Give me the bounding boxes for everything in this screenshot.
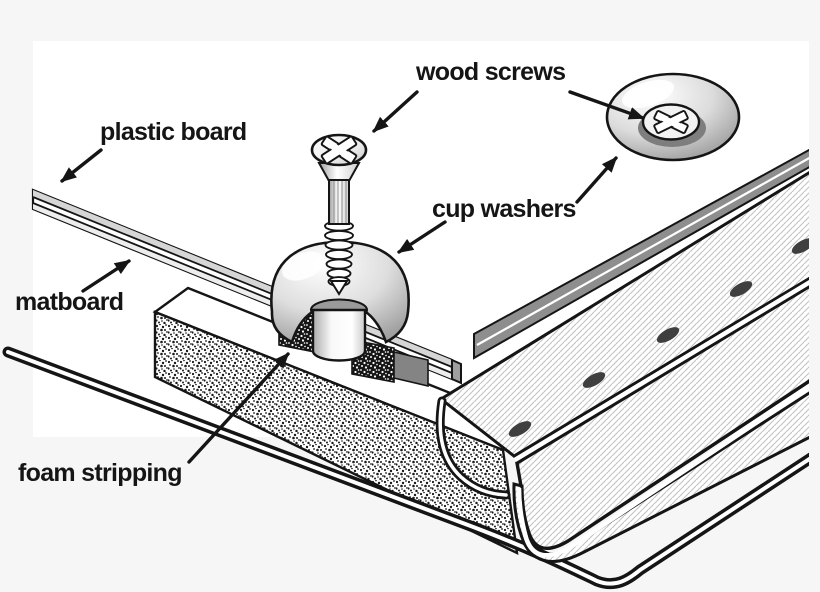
frame-channel bbox=[435, 171, 809, 563]
dome-highlight bbox=[282, 251, 324, 281]
arrow-cup-washers-left bbox=[397, 220, 447, 254]
screw-tip bbox=[329, 280, 349, 296]
arrow-wood-screws-left bbox=[372, 90, 419, 133]
channel-screw-holes bbox=[508, 238, 809, 437]
leader-arrows bbox=[60, 90, 645, 464]
label-matboard: matboard bbox=[15, 288, 124, 316]
arrow-cup-washers-right bbox=[575, 156, 618, 204]
phillips-cross-icon bbox=[653, 110, 689, 134]
arrow-foam-stripping bbox=[187, 352, 290, 464]
torus-highlight bbox=[622, 79, 674, 109]
shank-ribs bbox=[333, 181, 347, 223]
wood-screw-illustration bbox=[310, 133, 368, 296]
channel-bottom-lip bbox=[512, 391, 809, 563]
label-wood-screws: wood screws bbox=[416, 58, 566, 86]
label-foam-stripping: foam stripping bbox=[18, 459, 183, 487]
arrow-plastic-board bbox=[60, 148, 103, 183]
board-shadow-wedge bbox=[393, 350, 429, 388]
label-plastic-board: plastic board bbox=[100, 118, 247, 146]
arrow-matboard bbox=[81, 259, 131, 293]
frame-channel-back-flange bbox=[473, 148, 809, 360]
arrow-wood-screws-right bbox=[568, 90, 645, 120]
phillips-cross-icon bbox=[320, 135, 358, 165]
board-end-cut bbox=[451, 358, 462, 385]
channel-top-face bbox=[438, 171, 809, 458]
foam-front-face bbox=[153, 310, 519, 556]
label-cup-washers: cup washers bbox=[432, 195, 576, 223]
washer-sleeve bbox=[311, 308, 367, 362]
matboard-edge-lines bbox=[2, 346, 809, 590]
screw-threads bbox=[324, 220, 354, 287]
cup-washer-top-view bbox=[605, 72, 741, 162]
